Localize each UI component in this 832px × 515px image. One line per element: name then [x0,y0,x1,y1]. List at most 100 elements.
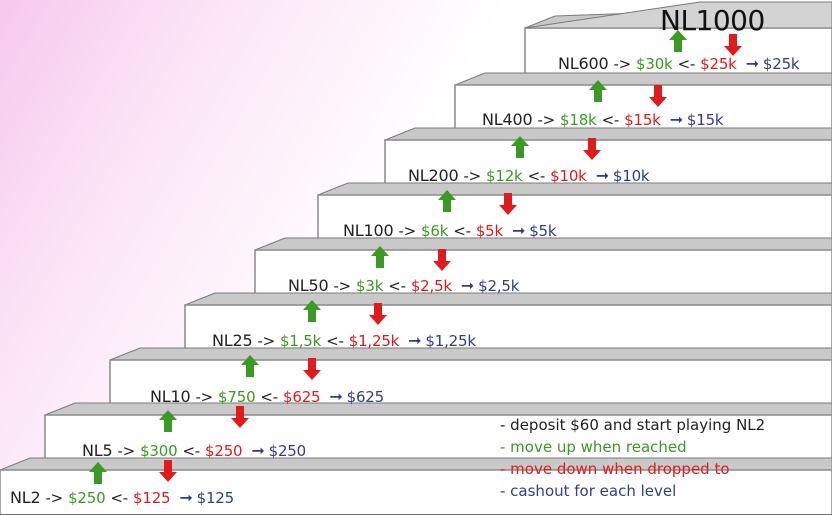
move-up-threshold: $12k [486,167,523,185]
move-up-threshold: $750 [218,388,256,406]
up-separator: -> [333,277,352,295]
level-row: NL2->$250<-$125➞$125 [10,488,235,508]
up-separator: -> [257,332,276,350]
move-down-arrow [303,358,321,380]
move-up-arrow [303,300,321,322]
down-separator: <- [326,332,344,350]
move-down-threshold: $10k [550,167,587,185]
level-name: NL200 [408,166,459,185]
move-down-arrow [231,406,249,428]
down-separator: <- [182,442,201,460]
level-row: NL200->$12k<-$10k➞$10k [408,166,650,186]
down-separator: <- [388,277,406,295]
legend-deposit: - deposit $60 and start playing NL2 [500,416,766,434]
stair-face [0,469,832,515]
level-name: NL5 [82,441,113,460]
move-down-arrow [499,193,517,215]
level-name: NL600 [558,54,609,73]
down-separator: <- [601,111,620,129]
move-up-arrow [669,30,687,52]
move-down-threshold: $625 [283,388,321,406]
up-separator: -> [195,388,214,406]
up-separator: -> [537,111,556,129]
move-down-arrow [724,34,742,56]
cashout-amount: $625 [346,388,385,406]
right-arrow-icon: ➞ [408,331,422,350]
cashout-amount: $2,5k [478,277,520,295]
stair-tread [384,127,832,141]
cashout-amount: $1,25k [425,332,476,350]
level-row: NL600->$30k<-$25k➞$25k [558,54,800,74]
level-row: NL5->$300<-$250➞$250 [82,441,307,461]
down-separator: <- [453,222,471,240]
up-separator: -> [463,167,482,185]
legend: - deposit $60 and start playing NL2 - mo… [500,414,765,502]
cashout-amount: $250 [268,442,307,460]
move-up-arrow [371,246,389,268]
move-down-threshold: $1,25k [348,332,400,350]
move-down-threshold: $250 [205,442,243,460]
legend-move-up: - move up when reached [500,438,687,456]
move-up-threshold: $1,5k [280,332,322,350]
move-up-threshold: $3k [356,277,384,295]
up-separator: -> [45,489,64,507]
stair-face [44,414,832,463]
right-arrow-icon: ➞ [329,387,343,406]
level-row: NL10->$750<-$625➞$625 [150,387,385,407]
level-row: NL50->$3k<-$2,5k➞$2,5k [288,276,520,296]
move-up-arrow [511,136,529,158]
move-down-arrow [433,249,451,271]
legend-move-down: - move down when dropped to [500,460,730,478]
up-separator: -> [613,55,632,73]
down-separator: <- [527,167,546,185]
move-up-arrow [159,410,177,432]
right-arrow-icon: ➞ [179,488,193,507]
move-up-arrow [89,462,107,484]
right-arrow-icon: ➞ [745,54,759,73]
level-name: NL400 [482,110,533,129]
cashout-amount: $5k [529,222,557,240]
right-arrow-icon: ➞ [512,221,526,240]
level-name: NL50 [288,276,329,295]
cashout-amount: $125 [196,489,235,507]
cashout-amount: $10k [612,167,650,185]
move-up-threshold: $250 [68,489,106,507]
stair-face [384,139,832,191]
level-name: NL25 [212,331,253,350]
level-row: NL100->$6k<-$5k➞$5k [343,221,557,241]
move-up-arrow [589,80,607,102]
move-up-threshold: $18k [560,111,597,129]
move-up-threshold: $6k [421,222,449,240]
top-landing [524,1,832,29]
level-row: NL400->$18k<-$15k➞$15k [482,110,724,130]
down-separator: <- [260,388,279,406]
move-down-threshold: $25k [700,55,737,73]
right-arrow-icon: ➞ [669,110,683,129]
right-arrow-icon: ➞ [460,276,475,295]
down-separator: <- [110,489,129,507]
right-arrow-icon: ➞ [595,166,609,185]
move-up-threshold: $30k [636,55,673,73]
level-name: NL10 [150,387,191,406]
move-up-arrow [438,190,456,212]
down-separator: <- [677,55,696,73]
move-up-arrow [241,355,259,377]
legend-cashout: - cashout for each level [500,482,677,500]
cashout-amount: $25k [762,55,800,73]
level-name: NL2 [10,488,41,507]
cashout-amount: $15k [686,111,724,129]
stair-face [254,249,832,301]
move-down-arrow [159,460,177,482]
move-down-arrow [583,138,601,160]
stair-face [454,84,832,136]
move-down-arrow [369,303,387,325]
level-row: NL25->$1,5k<-$1,25k➞$1,25k [212,331,476,351]
stair-face [317,194,832,246]
move-down-threshold: $2,5k [410,277,452,295]
level-name: NL100 [343,221,394,240]
move-down-arrow [649,85,667,107]
move-down-threshold: $5k [475,222,503,240]
up-separator: -> [398,222,417,240]
right-arrow-icon: ➞ [251,441,265,460]
up-separator: -> [117,442,136,460]
